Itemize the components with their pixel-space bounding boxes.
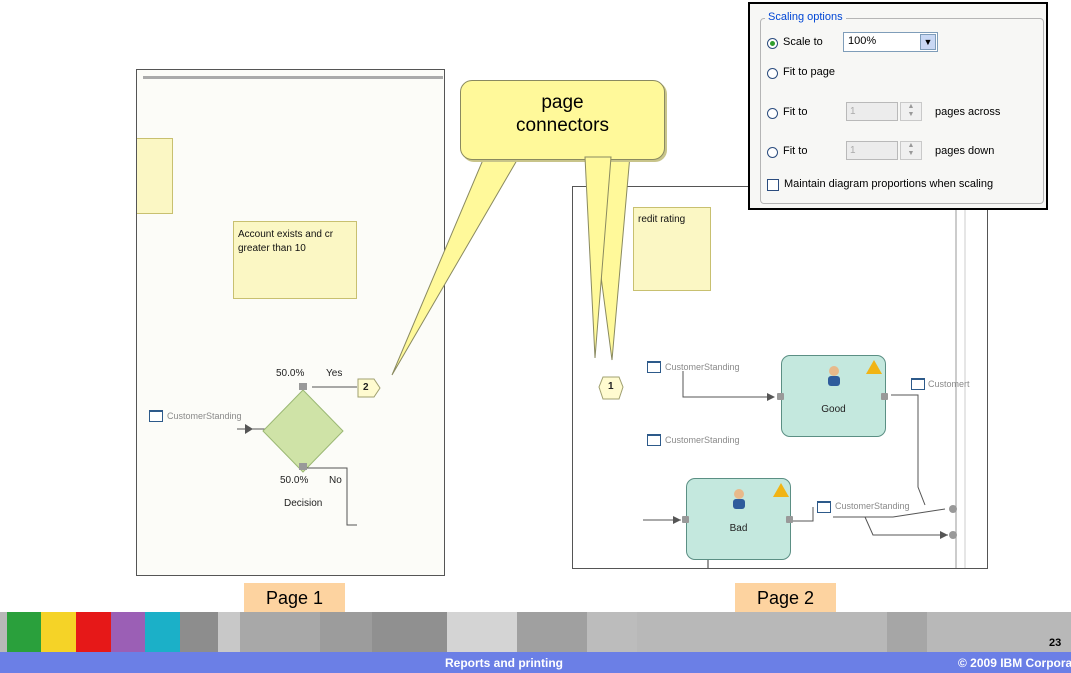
pages-down-input[interactable]: 1 (846, 141, 898, 160)
page-connector-1: 1 (608, 381, 614, 392)
input-label: CustomerStanding (167, 411, 242, 421)
pages-across-input[interactable]: 1 (846, 102, 898, 121)
scaling-options-legend: Scaling options (765, 11, 846, 23)
task-good-label: Good (821, 404, 846, 415)
yes-label: Yes (326, 368, 343, 379)
task-bad-label: Bad (729, 523, 748, 534)
annotation-note: redit rating (633, 207, 711, 291)
annotation-note: Account exists and cr greater than 10 (233, 221, 357, 299)
footer-copyright: © 2009 IBM Corporation (958, 656, 1071, 670)
right-label: Customert (928, 379, 970, 389)
pages-down-spinner[interactable]: ▲▼ (900, 141, 922, 160)
note-text: redit rating (638, 214, 686, 225)
scale-to-label: Scale to (783, 36, 823, 48)
page2-flow-lines (598, 187, 966, 568)
cyan-square (145, 612, 180, 652)
sticky-note (137, 138, 173, 214)
footer-band (0, 652, 1071, 673)
fit-to-across-label: Fit to (783, 106, 808, 118)
fit-to-page-label: Fit to page (783, 66, 835, 78)
photo-tile (517, 612, 587, 652)
fit-to-down-label: Fit to (783, 145, 808, 157)
page-2-preview: redit rating 1 CustomerStanding Customer… (572, 186, 988, 569)
decision-label: Decision (284, 498, 323, 509)
purple-square (111, 612, 145, 652)
page-connectors-callout: page connectors (460, 80, 665, 160)
pages-across-spinner[interactable]: ▲▼ (900, 102, 922, 121)
footer-image-strip (0, 612, 1071, 652)
output-port (786, 516, 793, 523)
scaling-options-dialog: Scaling options Scale to 100% ▼ Fit to p… (748, 2, 1048, 210)
callout-pointer-right (584, 156, 612, 359)
footer-title: Reports and printing (445, 656, 563, 670)
input-port (777, 393, 784, 400)
page-1-preview: Account exists and cr greater than 10 50… (136, 69, 445, 576)
red-square (76, 612, 111, 652)
output-port (881, 393, 888, 400)
data-input-icon (647, 361, 661, 373)
data-output-icon (911, 378, 925, 390)
scale-percent-value: 100% (848, 35, 877, 47)
photo-tile (372, 612, 447, 652)
person-icon (733, 489, 745, 509)
photo-tile (587, 612, 637, 652)
task-good: Good (781, 355, 886, 437)
output-label: CustomerStanding (835, 501, 910, 511)
top-rule (143, 76, 443, 79)
photo-tile (320, 612, 372, 652)
fit-to-down-radio[interactable] (767, 147, 778, 158)
note-line-2: greater than 10 (238, 243, 306, 254)
yellow-square (41, 612, 76, 652)
pages-across-label: pages across (935, 106, 1001, 118)
photo-tile (887, 612, 927, 652)
input-port (682, 516, 689, 523)
input-1-label: CustomerStanding (665, 362, 740, 372)
green-square (7, 612, 41, 652)
warning-icon (773, 483, 789, 497)
yes-percent: 50.0% (276, 368, 305, 379)
callout-line-2: connectors (516, 115, 609, 136)
page-1-label: Page 1 (244, 583, 345, 613)
page-connector-2: 2 (363, 382, 369, 393)
note-line-1: Account exists and cr (238, 229, 334, 240)
scaling-options-group: Scaling options (760, 11, 1044, 204)
scale-to-radio[interactable] (767, 38, 778, 49)
data-output-icon (817, 501, 831, 513)
task-bad: Bad (686, 478, 791, 560)
photo-tile (447, 612, 517, 652)
photo-tile (180, 612, 218, 652)
scale-percent-select[interactable]: 100% ▼ (843, 32, 938, 52)
data-input-icon (149, 410, 163, 422)
person-icon (828, 366, 840, 386)
chevron-down-icon[interactable]: ▼ (920, 34, 936, 50)
no-percent: 50.0% (280, 475, 309, 486)
data-input-icon (647, 434, 661, 446)
callout-line-1: page (541, 92, 584, 113)
page1-flow-lines (237, 378, 381, 526)
page-number: 23 (1049, 637, 1062, 649)
maintain-proportions-label: Maintain diagram proportions when scalin… (784, 178, 994, 190)
photo-tile (240, 612, 320, 652)
pages-down-label: pages down (935, 145, 995, 157)
no-label: No (329, 475, 342, 486)
fit-to-across-radio[interactable] (767, 108, 778, 119)
photo-tile (218, 612, 240, 652)
warning-icon (866, 360, 882, 374)
fit-to-page-radio[interactable] (767, 68, 778, 79)
maintain-proportions-checkbox[interactable] (767, 179, 779, 191)
input-2-label: CustomerStanding (665, 435, 740, 445)
page-2-label: Page 2 (735, 583, 836, 613)
